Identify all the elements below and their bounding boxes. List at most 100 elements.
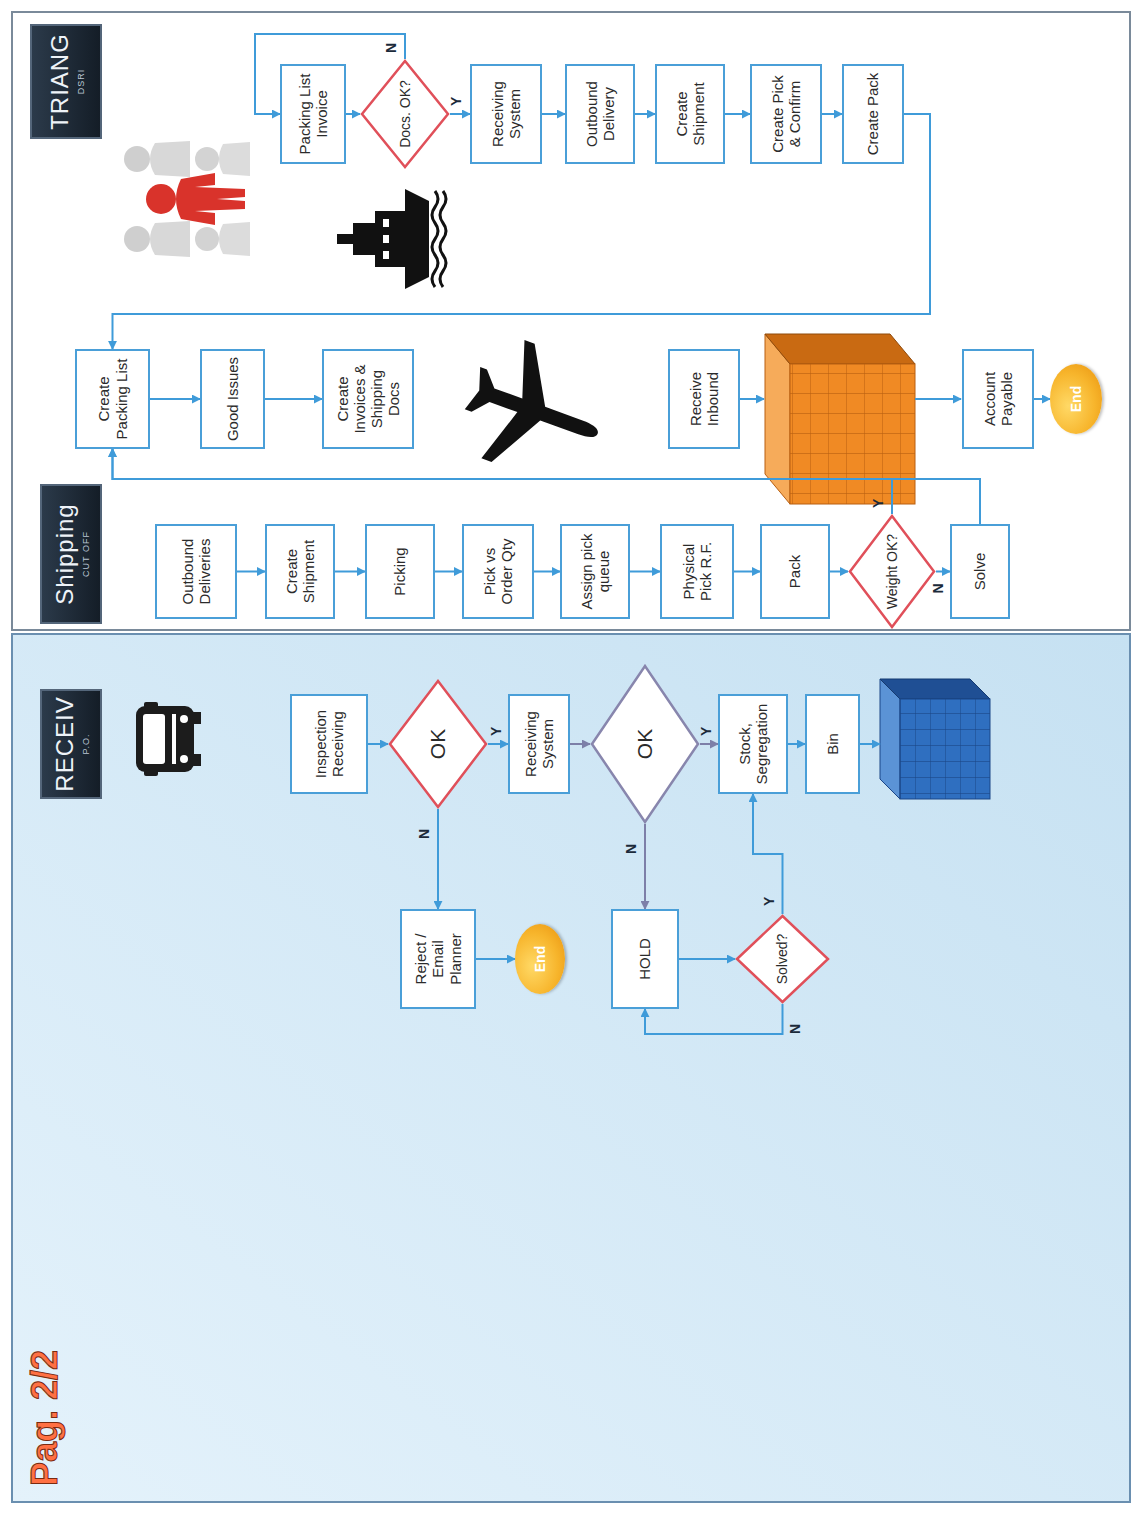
- page-number: Pag. 2/2: [24, 1350, 66, 1486]
- decision-diamond: Solved?: [735, 914, 830, 1004]
- node-text: Stock, Segregation: [736, 700, 771, 788]
- node-text: Inspection Receiving: [312, 700, 347, 788]
- node-text: Assign pick queue: [578, 530, 613, 613]
- flow-arrow: [265, 398, 322, 400]
- node-text: Solve: [971, 553, 988, 591]
- node-text: TRIANG: [46, 33, 74, 130]
- decision-diamond: OK: [388, 679, 488, 809]
- process-box: Create Invoices & Shipping Docs: [322, 349, 414, 449]
- flow-arrow: [822, 113, 842, 115]
- node-text: Weight OK?: [884, 534, 900, 609]
- flow-arrow: [534, 571, 560, 573]
- process-box: Receive Inbound: [668, 349, 740, 449]
- process-box: Picking: [365, 524, 435, 619]
- node-text: Create Pack: [864, 73, 881, 156]
- node-text: Receiving System: [522, 700, 557, 788]
- process-box: Pack: [760, 524, 830, 619]
- edge-label: N: [623, 844, 639, 854]
- decision-diamond: Weight OK?: [848, 514, 936, 629]
- diamond-shape: [362, 61, 448, 167]
- flow-arrow: [679, 958, 735, 960]
- flow-arrow: [645, 1004, 783, 1034]
- node-text: Receiving System: [489, 70, 524, 158]
- ship-icon: [337, 189, 446, 289]
- flow-arrow: [113, 449, 893, 514]
- node-text: DSRI: [76, 69, 86, 95]
- airplane-icon: [451, 329, 619, 493]
- flow-arrow: [740, 398, 764, 400]
- decision-diamond: Docs. OK?: [360, 59, 450, 169]
- process-box: Pick vs Order Qty: [462, 524, 534, 619]
- flow-arrow: [635, 113, 655, 115]
- shipping-panel: [12, 12, 1130, 630]
- flow-arrow: [542, 113, 565, 115]
- flow-arrow: [113, 449, 981, 524]
- diamond-shape: [592, 666, 698, 822]
- process-box: Create Packing List: [75, 349, 150, 449]
- process-box: Receiving System: [508, 694, 570, 794]
- process-box: Account Payable: [962, 349, 1034, 449]
- edge-label: N: [930, 583, 946, 593]
- section-header: ShippingCUT OFF: [40, 484, 102, 624]
- diamond-shape: [390, 681, 486, 807]
- process-box: Create Pick & Confirm: [750, 64, 822, 164]
- process-box: Outbound Deliveries: [155, 524, 237, 619]
- process-box: Stock, Segregation: [718, 694, 788, 794]
- flow-arrow: [570, 743, 590, 745]
- edge-label: Y: [761, 897, 777, 906]
- flow-arrow: [644, 824, 646, 909]
- node-text: Create Invoices & Shipping Docs: [334, 355, 403, 443]
- flow-arrow: [435, 571, 462, 573]
- node-text: OK: [426, 729, 450, 759]
- node-text: CUT OFF: [81, 531, 91, 577]
- terminal-oval: End: [1050, 364, 1102, 434]
- process-box: Outbound Delivery: [565, 64, 635, 164]
- node-text: Physical Pick R.F.: [680, 530, 715, 613]
- section-header: RECEIVP.O.: [40, 689, 102, 799]
- node-text: OK: [633, 729, 657, 759]
- edge-label: N: [383, 43, 399, 53]
- process-box: Create Shipment: [265, 524, 335, 619]
- node-text: RECEIV: [51, 696, 79, 791]
- node-text: Account Payable: [981, 355, 1016, 443]
- process-box: Receiving System: [470, 64, 542, 164]
- node-text: Good Issues: [224, 357, 241, 441]
- node-text: Receive Inbound: [687, 355, 722, 443]
- flow-arrow: [255, 34, 405, 114]
- flow-arrow: [113, 114, 931, 349]
- node-text: Outbound Deliveries: [179, 530, 214, 613]
- flow-arrow: [630, 571, 660, 573]
- flow-arrow: [725, 113, 750, 115]
- process-box: Packing List Invoice: [280, 64, 346, 164]
- process-box: Assign pick queue: [560, 524, 630, 619]
- node-text: Outbound Delivery: [583, 70, 618, 158]
- process-box: Solve: [950, 524, 1010, 619]
- node-text: Solved?: [774, 934, 790, 985]
- node-text: Shipping: [51, 503, 79, 604]
- flow-arrow: [335, 571, 365, 573]
- flow-arrow: [936, 571, 950, 573]
- process-box: Create Pack: [842, 64, 904, 164]
- process-box: HOLD: [611, 909, 679, 1009]
- container-stack-blue: [880, 679, 990, 799]
- flow-arrow: [476, 958, 515, 960]
- flow-arrow: [346, 113, 360, 115]
- section-header: TRIANGDSRI: [30, 24, 102, 139]
- node-text: Docs. OK?: [397, 80, 413, 148]
- flow-arrow: [830, 571, 848, 573]
- edge-label: Y: [698, 727, 714, 736]
- node-text: Picking: [391, 547, 408, 595]
- process-box: Bin: [805, 694, 860, 794]
- terminal-oval: End: [515, 924, 565, 994]
- node-text: HOLD: [636, 938, 653, 980]
- node-text: Packing List Invoice: [296, 70, 331, 158]
- edge-label: N: [787, 1024, 803, 1034]
- flow-arrow: [788, 743, 805, 745]
- node-text: P.O.: [81, 734, 91, 755]
- flow-arrow: [488, 743, 508, 745]
- flow-arrow: [734, 571, 760, 573]
- flow-arrow: [150, 398, 200, 400]
- node-text: Create Packing List: [95, 355, 130, 443]
- process-box: Good Issues: [200, 349, 265, 449]
